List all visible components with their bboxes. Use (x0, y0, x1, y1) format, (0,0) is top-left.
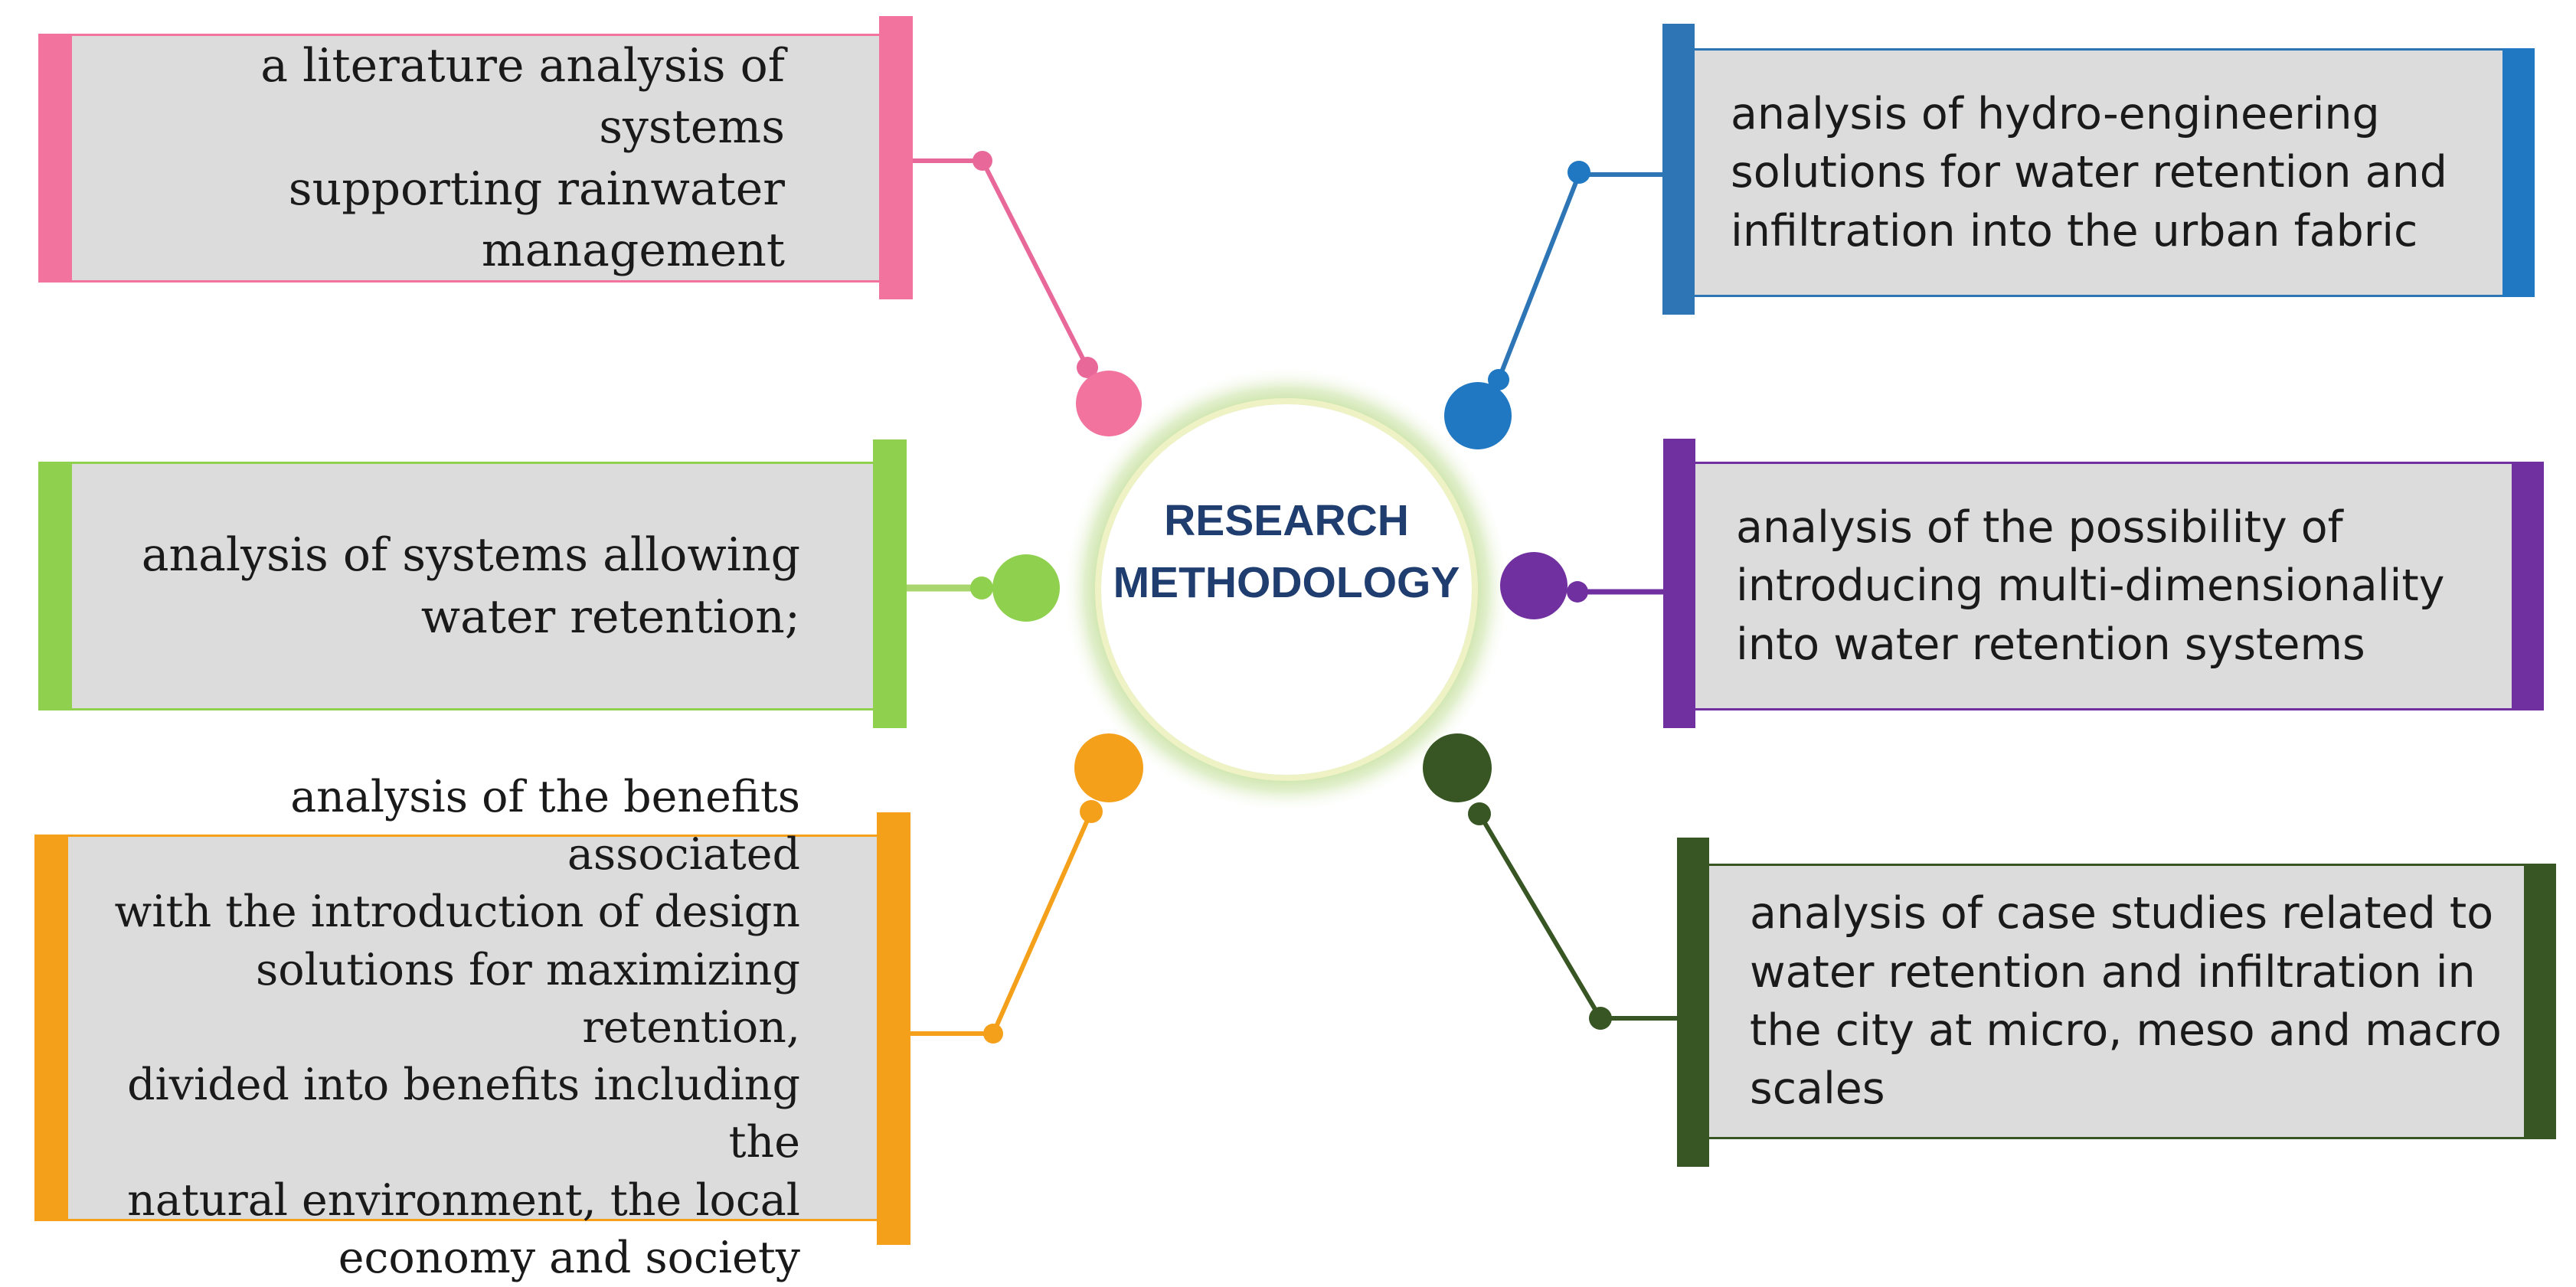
text-line: infiltration into the urban fabric (1731, 205, 2418, 256)
box-text: analysis of the benefits associated with… (80, 772, 800, 1283)
center-title: RESEARCH METHODOLOGY (1080, 490, 1493, 614)
box-benefits: analysis of the benefits associated with… (34, 772, 910, 1283)
box-hydro-engineering: analysis of hydro-engineering solutions … (1662, 24, 2535, 315)
text-line: economy and society (338, 1232, 800, 1283)
research-methodology-diagram: RESEARCH METHODOLOGY a literature analys… (34, 16, 2556, 1283)
box-accent-bar-left (38, 34, 72, 283)
text-line: introducing multi-dimensionality (1736, 560, 2445, 612)
center-circle (1101, 404, 1472, 775)
text-line: analysis of systems allowing (141, 528, 800, 583)
box-retention-systems: analysis of systems allowing water reten… (38, 439, 907, 728)
text-line: analysis of case studies related to (1750, 888, 2494, 939)
text-line: with the introduction of design (114, 887, 800, 938)
box-text: analysis of hydro-engineering solutions … (1731, 51, 2481, 295)
center-inner-ring (1095, 398, 1478, 781)
node-dot-retention-systems (992, 554, 1060, 622)
box-accent-bar-left (1663, 439, 1695, 728)
box-multi-dimensionality: analysis of the possibility of introduci… (1663, 439, 2544, 728)
node-dot-benefits (1074, 733, 1143, 802)
box-accent-bar-right (877, 812, 910, 1245)
node-dot-literature (1076, 371, 1142, 436)
connector-literature (884, 151, 1142, 436)
box-text: analysis of systems allowing water reten… (84, 464, 800, 708)
text-line: a literature analysis of systems (260, 38, 785, 155)
center-title-line-1: RESEARCH (1164, 496, 1409, 545)
connector-hydro-engineering (1444, 161, 1666, 449)
connector-benefits (897, 733, 1143, 1044)
box-text: a literature analysis of systems support… (84, 36, 785, 280)
node-dot-multi-dimensionality (1500, 552, 1568, 619)
box-accent-bar-right (2524, 864, 2556, 1139)
connector-retention-systems (897, 554, 1060, 622)
box-accent-bar-left (34, 835, 68, 1221)
box-text: analysis of the possibility of introduci… (1736, 464, 2490, 708)
text-line: supporting rainwater (288, 162, 785, 216)
box-accent-bar-left (1662, 24, 1695, 315)
text-line: natural environment, the local (127, 1174, 800, 1226)
box-accent-bar-right (2512, 462, 2544, 710)
center-title-line-2: METHODOLOGY (1113, 557, 1460, 607)
text-line: solutions for maximizing retention, (256, 944, 800, 1053)
box-accent-bar-left (38, 462, 72, 710)
text-line: analysis of the benefits associated (290, 771, 800, 880)
connector-case-studies (1423, 733, 1677, 1030)
box-case-studies: analysis of case studies related to wate… (1677, 838, 2556, 1167)
text-line: analysis of the possibility of (1736, 501, 2343, 553)
text-line: water retention; (420, 590, 800, 644)
connector-layer (884, 151, 1677, 1044)
text-line: scales (1750, 1063, 1885, 1115)
text-line: water retention and infiltration in (1750, 946, 2476, 998)
box-accent-bar-left (1677, 838, 1709, 1167)
text-line: management (481, 223, 785, 277)
text-line: solutions for water retention and (1731, 147, 2447, 198)
text-line: the city at micro, meso and macro (1750, 1005, 2502, 1056)
box-literature: a literature analysis of systems support… (38, 16, 913, 299)
text-line: analysis of hydro-engineering (1731, 88, 2380, 139)
text-line: into water retention systems (1736, 619, 2365, 670)
text-line: divided into benefits including the (127, 1060, 800, 1168)
box-text: analysis of case studies related to wate… (1750, 866, 2502, 1137)
box-accent-bar-right (873, 439, 907, 728)
box-accent-bar-right (879, 16, 913, 299)
connector-multi-dimensionality (1500, 552, 1663, 619)
node-dot-case-studies (1423, 733, 1492, 802)
node-dot-hydro-engineering (1444, 382, 1512, 449)
box-accent-bar-right (2502, 48, 2535, 297)
